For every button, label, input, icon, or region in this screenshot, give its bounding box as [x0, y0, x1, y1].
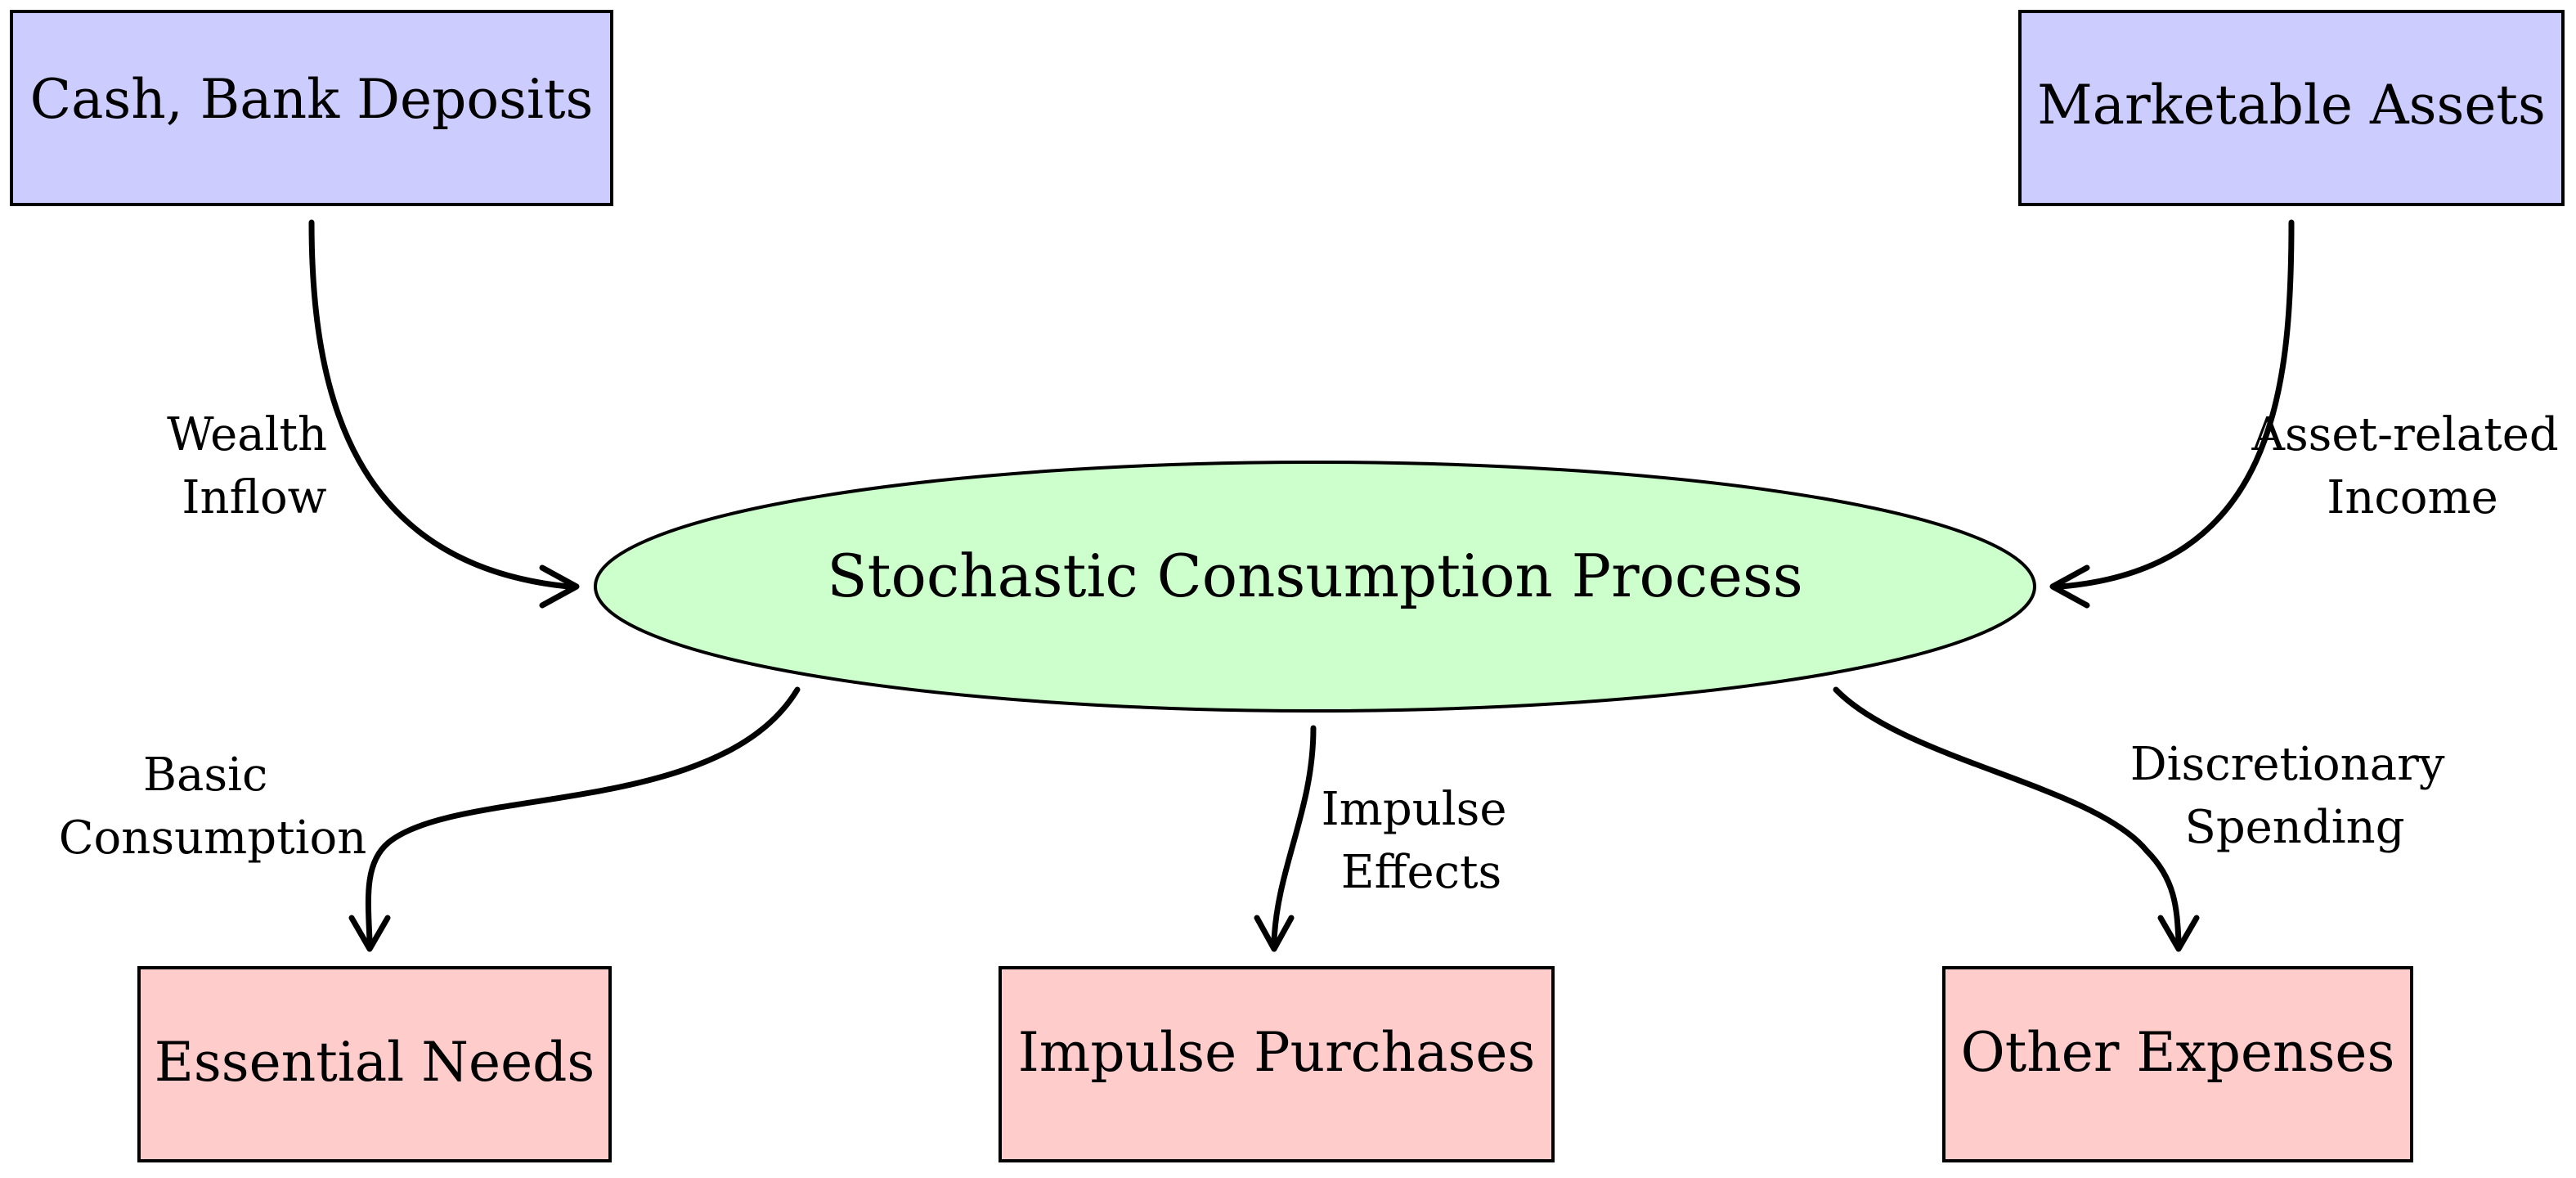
edge-discretionary-label-line-2: Spending	[2184, 801, 2404, 854]
edge-asset-income-label-line-2: Income	[2327, 471, 2498, 524]
edge-wealth-inflow: Wealth Inflow	[167, 219, 580, 609]
node-impulse-purchases: Impulse Purchases	[999, 966, 1555, 1162]
edge-impulse-effects: Impulse Effects	[1254, 725, 1522, 952]
arrow-head-icon	[2157, 915, 2200, 952]
node-cash-bank-deposits: Cash, Bank Deposits	[10, 10, 613, 206]
edge-basic-consumption: Basic Consumption	[59, 686, 801, 952]
edge-impulse-line	[1271, 725, 1317, 944]
edge-wealth-label: Wealth Inflow	[167, 408, 342, 524]
edge-impulse-label-line-2: Effects	[1341, 846, 1501, 899]
edge-asset-income-line	[2058, 219, 2295, 590]
node-marketable-assets: Marketable Assets	[2018, 10, 2565, 206]
node-cash-box	[10, 10, 613, 206]
edge-asset-income-label: Asset-related Income	[2251, 408, 2574, 524]
arrow-head-icon	[1254, 915, 1295, 952]
edge-wealth-line	[308, 219, 572, 590]
node-assets-box	[2018, 10, 2565, 206]
node-impulse-label: Impulse Purchases	[1018, 1021, 1536, 1084]
edge-discretionary-label-line-1: Discretionary	[2130, 738, 2445, 791]
node-other-expenses: Other Expenses	[1942, 966, 2413, 1162]
edge-discretionary-spending: Discretionary Spending	[1833, 686, 2460, 952]
edge-impulse-label: Impulse Effects	[1322, 783, 1522, 899]
arrow-head-icon	[348, 915, 391, 952]
node-essential-needs: Essential Needs	[137, 966, 612, 1162]
edge-wealth-label-line-1: Wealth	[167, 408, 327, 461]
node-assets-label: Marketable Assets	[2037, 74, 2546, 137]
node-stochastic-consumption-process: Stochastic Consumption Process	[594, 461, 2036, 713]
edge-impulse-label-line-1: Impulse	[1322, 783, 1507, 836]
edge-basic-label-line-1: Basic	[143, 749, 268, 802]
arrow-head-icon	[2049, 564, 2090, 609]
node-essential-label: Essential Needs	[155, 1031, 595, 1094]
node-cash-label: Cash, Bank Deposits	[30, 68, 594, 131]
edge-discretionary-label: Discretionary Spending	[2130, 738, 2460, 854]
node-process-label: Stochastic Consumption Process	[827, 542, 1802, 610]
edge-basic-label-line-2: Consumption	[59, 812, 367, 865]
node-other-box	[1942, 966, 2413, 1162]
node-impulse-box	[999, 966, 1555, 1162]
node-other-label: Other Expenses	[1961, 1021, 2395, 1084]
edge-discretionary-line	[1833, 686, 2182, 944]
arrow-head-icon	[539, 564, 580, 609]
edge-basic-label: Basic Consumption	[59, 749, 367, 865]
edge-basic-line	[365, 686, 801, 944]
edge-asset-related-income: Asset-related Income	[2049, 219, 2574, 609]
node-essential-box	[137, 966, 612, 1162]
node-process-ellipse	[594, 461, 2036, 713]
edge-asset-income-label-line-1: Asset-related	[2251, 408, 2559, 461]
edge-wealth-label-line-2: Inflow	[182, 471, 326, 524]
